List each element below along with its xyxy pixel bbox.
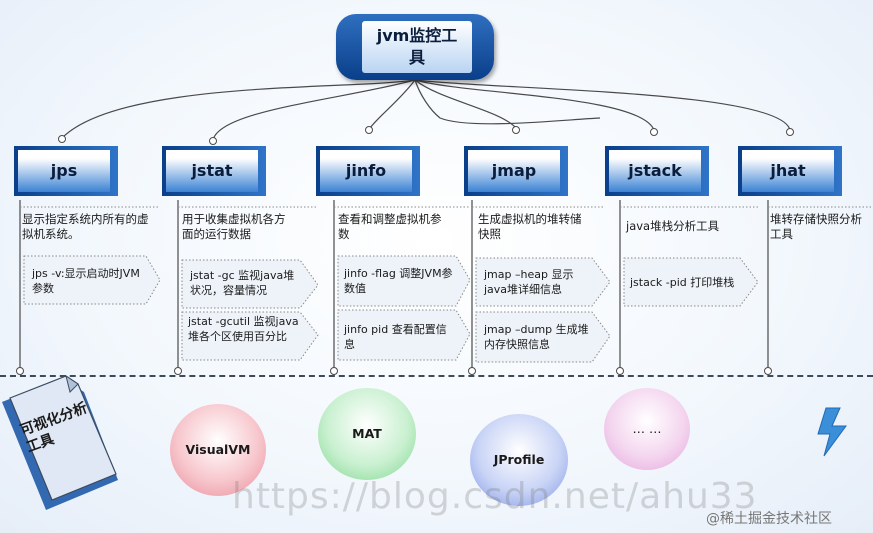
jmap-command-1: jmap –heap 显示java堆详细信息: [484, 268, 574, 296]
section-divider: [0, 375, 873, 377]
more-node: … …: [604, 388, 690, 470]
jinfo-command-2: jinfo pid 查看配置信息: [344, 323, 447, 351]
tool-jhat-label: jhat: [742, 150, 834, 192]
jps-description: 显示指定系统内所有的虚拟机系统。: [22, 212, 149, 241]
tool-jstack: jstack: [605, 146, 709, 196]
jps-command-1: jps -v:显示启动时JVM参数: [32, 267, 140, 295]
mat-node: MAT: [318, 388, 416, 480]
jprofile-node: JProfile: [470, 414, 568, 506]
jmap-description: 生成虚拟机的堆转储快照: [478, 212, 582, 241]
tool-jinfo-label: jinfo: [320, 150, 412, 192]
jinfo-command-1: jinfo -flag 调整JVM参数值: [344, 267, 453, 295]
tool-jstat: jstat: [162, 146, 266, 196]
tool-jhat: jhat: [738, 146, 842, 196]
tool-jmap: jmap: [464, 146, 568, 196]
root-label-line1: jvm监控工: [376, 26, 458, 45]
jstat-description: 用于收集虚拟机各方面的运行数据: [182, 212, 286, 241]
jstack-command-1: jstack -pid 打印堆栈: [630, 276, 735, 289]
tool-jstack-label: jstack: [609, 150, 701, 192]
tool-jmap-label: jmap: [468, 150, 560, 192]
tool-jps-label: jps: [18, 150, 110, 192]
visualvm-node: VisualVM: [170, 404, 266, 496]
root-node: jvm监控工 具: [336, 14, 494, 80]
tool-jinfo: jinfo: [316, 146, 420, 196]
source-label: @稀土掘金技术社区: [706, 511, 832, 527]
watermark: https://blog.csdn.net/ahu33: [232, 476, 758, 517]
jstat-command-1: jstat -gc 监视java堆状况，容量情况: [190, 269, 295, 297]
root-label-line2: 具: [408, 48, 425, 67]
jinfo-description: 查看和调整虚拟机参数: [338, 212, 442, 241]
tool-jps: jps: [14, 146, 118, 196]
lightning-icon: [817, 407, 847, 457]
tool-jstat-label: jstat: [166, 150, 258, 192]
jhat-description: 堆转存储快照分析工具: [770, 212, 862, 241]
jstat-command-2: jstat -gcutil 监视java堆各个区使用百分比: [188, 315, 299, 343]
jmap-command-2: jmap –dump 生成堆内存快照信息: [484, 323, 589, 351]
jstack-description: java堆栈分析工具: [626, 219, 720, 233]
root-label: jvm监控工 具: [362, 21, 472, 73]
